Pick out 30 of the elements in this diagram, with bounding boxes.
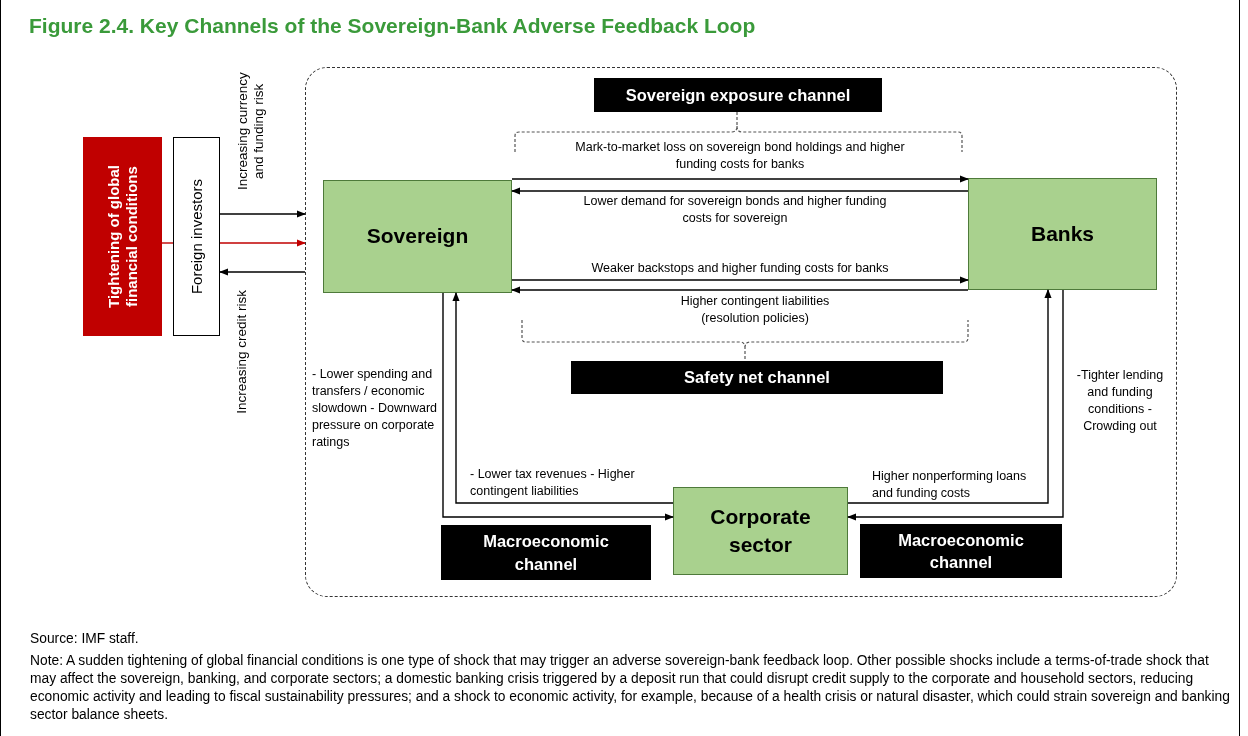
arrow — [511, 187, 969, 195]
edge-label: - Lower spending and transfers / economic slowdown - Downward pressure on corporate ratings — [312, 366, 439, 451]
arrow — [219, 210, 306, 218]
edge-label: Lower demand for sovereign bonds and higher funding costs for sovereign — [582, 193, 888, 227]
figure-title: Figure 2.4. Key Channels of the Sovereign-Bank Adverse Feedback Loop — [29, 14, 756, 38]
arrow — [511, 286, 969, 294]
source-note: Source: IMF staff. — [30, 630, 140, 648]
dashed-boundary — [305, 67, 1177, 597]
arrow — [511, 276, 969, 284]
channel-label-box: Sovereign exposure channel — [594, 78, 882, 112]
edge-label: - Lower tax revenues - Higher contingent liabilities — [470, 466, 636, 500]
edge-label: Mark-to-market loss on sovereign bond holdings and higher funding costs for banks — [574, 139, 906, 173]
investor-box: Foreign investors — [173, 137, 220, 336]
arrow — [219, 239, 306, 247]
arrow — [511, 175, 969, 183]
footnote: Note: A sudden tightening of global financial conditions is one type of shock that may trigger an adverse sovereign-bank feedback loop. Other possible shocks include a terms-of-trade shock that may affect the sovereign, banking, and corporate sectors; a domestic banking crisis triggered by a deposit run that could disrupt credit supply to the corporate and household sectors, reducing economic activity and leading to fiscal sustainability pressures; and a shock to economic activity, for example, because of a health crisis or natural disaster, which could strain sovereign and banking sector balance sheets. — [30, 652, 1231, 724]
sector-box: Sovereign — [323, 180, 512, 293]
edge-label: -Tighter lending and funding conditions -Crowding out — [1075, 367, 1165, 435]
edge-label: Increasing credit risk — [232, 289, 250, 416]
sector-box: Banks — [968, 178, 1157, 290]
edge-label: Higher contingent liabilities (resolution policies) — [679, 293, 831, 327]
edge-label: Increasing currency and funding risk — [233, 71, 267, 192]
channel-label-box: Macroeconomic channel — [860, 524, 1062, 578]
shock-box: Tightening of global financial conditions — [83, 137, 162, 336]
channel-label-box: Macroeconomic channel — [441, 525, 651, 580]
edge-label: Weaker backstops and higher funding costs for banks — [590, 260, 890, 277]
arrow — [219, 268, 306, 276]
sector-box: Corporate sector — [673, 487, 848, 575]
edge-label: Higher nonperforming loans and funding costs — [872, 468, 1028, 502]
channel-label-box: Safety net channel — [571, 361, 943, 394]
